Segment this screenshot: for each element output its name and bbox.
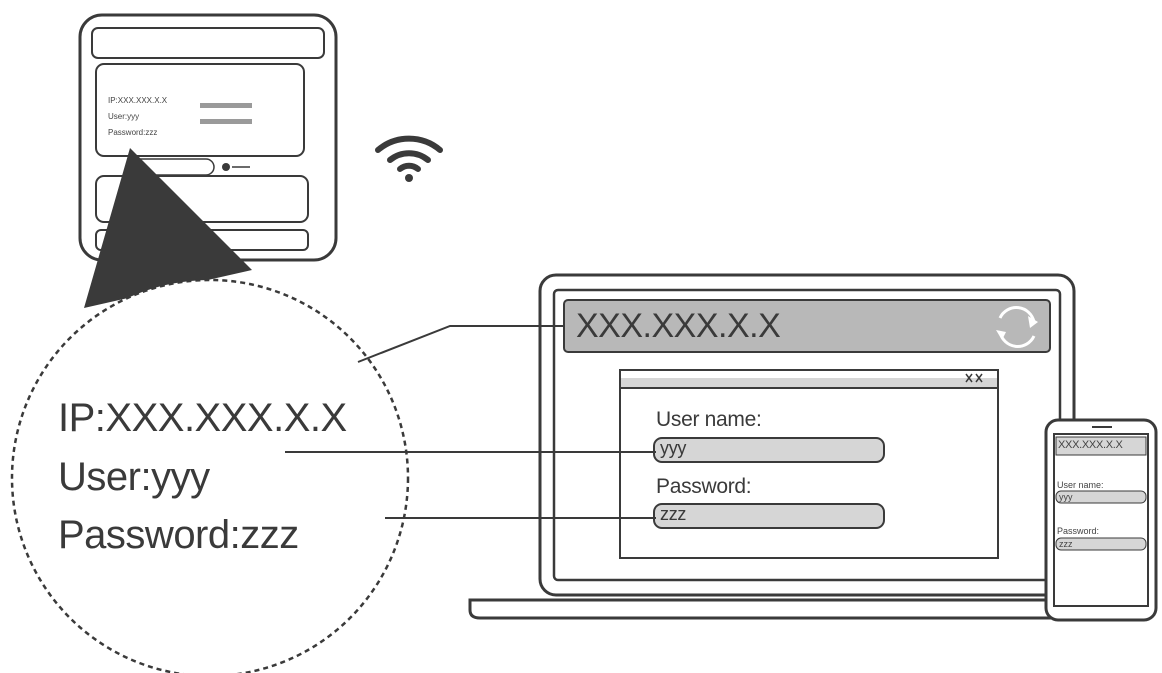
window-controls-icon[interactable] — [965, 373, 983, 383]
login-dialog — [619, 369, 999, 559]
phone-address-text: XXX.XXX.X.X — [1058, 439, 1123, 451]
dialog-titlebar — [621, 378, 997, 387]
router-label-bars — [200, 103, 252, 124]
username-input-box[interactable] — [653, 437, 885, 463]
device-user-text: User:yyy — [108, 112, 140, 121]
phone-username-label: User name: — [1057, 480, 1104, 490]
smartphone — [1044, 418, 1158, 622]
password-label: Password: — [656, 475, 752, 498]
phone-address-bar[interactable] — [1055, 436, 1147, 456]
phone-username-value: yyy — [1059, 492, 1073, 502]
phone-password-label: Password: — [1057, 526, 1100, 536]
refresh-icon[interactable] — [996, 306, 1038, 348]
connector-ip — [357, 325, 564, 363]
device-ip-text: IP:XXX.XXX.X.X — [108, 96, 168, 105]
password-value: zzz — [660, 504, 687, 524]
wifi-icon — [375, 135, 443, 182]
zoom-ip-text: IP:XXX.XXX.X.X — [58, 396, 347, 440]
zoom-circle — [10, 278, 410, 673]
username-label: User name: — [656, 408, 762, 431]
phone-password-input-box[interactable] — [1055, 537, 1147, 551]
username-value: yyy — [660, 438, 687, 458]
address-bar-text: XXX.XXX.X.X — [576, 307, 781, 345]
phone-username-input-box[interactable] — [1055, 490, 1147, 504]
zoom-user-text: User:yyy — [58, 455, 210, 499]
zoom-pointer — [84, 148, 252, 308]
connector-lines — [285, 325, 656, 519]
zoom-password-text: Password:zzz — [58, 513, 299, 557]
password-input-box[interactable] — [653, 503, 885, 529]
phone-password-value: zzz — [1059, 539, 1073, 549]
device-password-text: Password:zzz — [108, 128, 158, 137]
